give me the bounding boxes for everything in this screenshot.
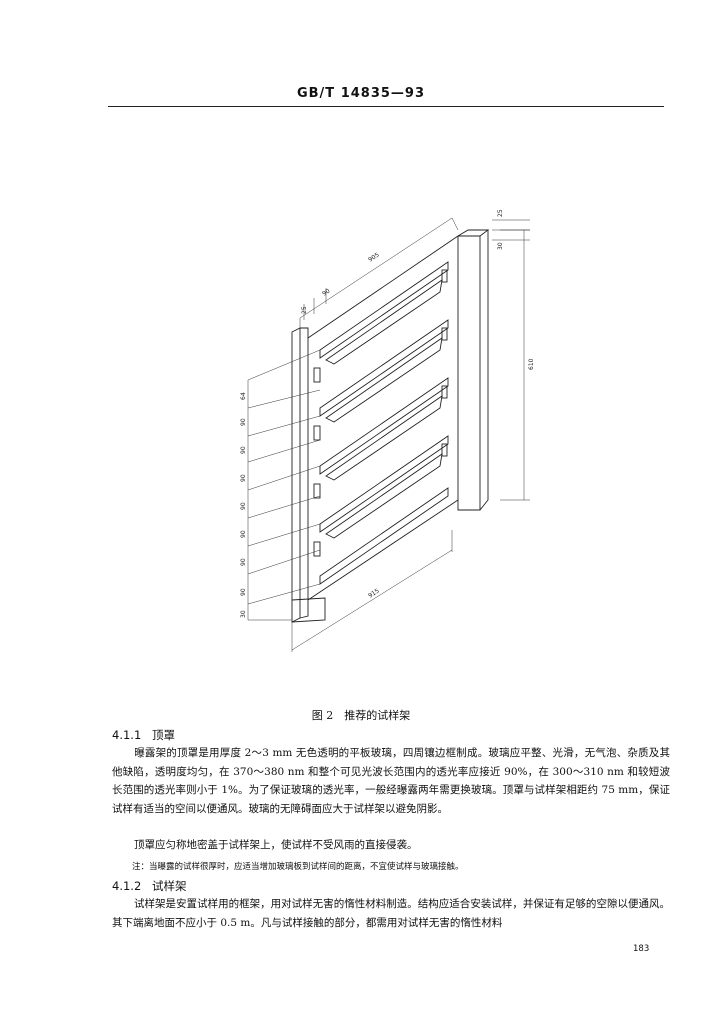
dim-left-4: 90 [240, 502, 247, 510]
section-title: 顶罩 [152, 728, 175, 742]
section-title: 试样架 [152, 879, 187, 893]
sample-rack-figure: 905 25 30 610 25 90 64 90 90 90 90 90 90… [230, 200, 550, 660]
paragraph-sample-rack: 试样架是安置试样用的框架，用对试样无害的惰性材料制造。结构应适合安装试样，并保证… [112, 895, 670, 932]
dim-top-left-a: 25 [301, 306, 308, 314]
section-heading-4-1-1: 4.1.1 顶罩 [112, 727, 175, 743]
standard-header: GB/T 14835—93 [296, 86, 426, 101]
section-note: 注：当曝露的试样很厚时，应适当增加玻璃板到试样间的距离，不宜使试样与玻璃接触。 [132, 862, 464, 872]
section-number: 4.1.1 [112, 728, 142, 742]
paragraph-text: 试样架是安置试样用的框架，用对试样无害的惰性材料制造。结构应适合安装试样，并保证… [112, 898, 670, 929]
paragraph-text: 曝露架的顶罩是用厚度 2～3 mm 无色透明的平板玻璃，四周镶边框制成。玻璃应平… [112, 747, 670, 815]
rack-drawing: 905 25 30 610 25 90 64 90 90 90 90 90 90… [240, 209, 535, 652]
dim-left-2: 90 [240, 446, 247, 454]
dim-left-5: 90 [240, 530, 247, 538]
page-number: 183 [633, 944, 650, 954]
dim-top-offset-b: 30 [497, 242, 504, 250]
dim-left-7: 90 [240, 588, 247, 596]
header-rule [108, 106, 664, 107]
paragraph-cover-placement: 顶罩应匀称地密盖于试样架上，使试样不受风雨的直接侵袭。 [112, 836, 670, 855]
dim-base-width: 915 [367, 587, 381, 599]
dim-left-0: 64 [240, 392, 247, 400]
section-heading-4-1-2: 4.1.2 试样架 [112, 878, 187, 894]
dim-overall-height: 610 [528, 358, 535, 370]
dim-left-8: 30 [240, 610, 247, 618]
dim-left-3: 90 [240, 474, 247, 482]
dim-top-offset-a: 25 [497, 209, 504, 217]
figure-caption: 图 2 推荐的试样架 [311, 709, 411, 722]
paragraph-text: 顶罩应匀称地密盖于试样架上，使试样不受风雨的直接侵袭。 [134, 839, 418, 851]
paragraph-glass-cover: 曝露架的顶罩是用厚度 2～3 mm 无色透明的平板玻璃，四周镶边框制成。玻璃应平… [112, 744, 670, 818]
dim-overall-length: 905 [367, 251, 381, 263]
dim-left-1: 90 [240, 418, 247, 426]
dim-left-6: 90 [240, 558, 247, 566]
dim-top-left-b: 90 [321, 287, 331, 297]
section-number: 4.1.2 [112, 879, 142, 893]
